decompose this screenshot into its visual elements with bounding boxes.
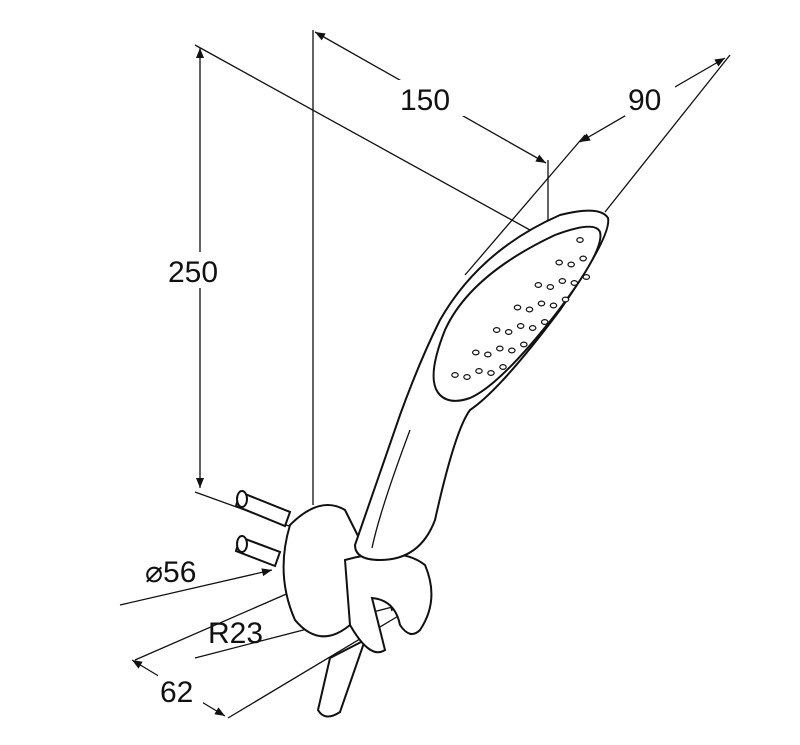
spray-nozzle [555,259,563,266]
spray-nozzle [508,347,516,354]
spray-nozzle [487,370,495,377]
spray-nozzle [537,300,546,307]
spray-nozzle [525,306,534,313]
spray-nozzle [472,349,480,356]
spray-nozzle [492,327,501,334]
label-r23: R23 [208,617,263,650]
spray-nozzle [451,372,459,379]
spray-nozzle [475,368,483,375]
wall-pins [234,490,292,568]
spray-nozzle [558,278,567,285]
spray-face [432,225,602,402]
label-diameter-56: ⌀56 [145,556,196,589]
spray-nozzle [484,351,492,358]
spray-nozzle [567,261,575,268]
spray-nozzle [496,345,504,352]
dimension-line-56 [119,568,273,606]
spray-nozzle [528,325,537,332]
spray-nozzle [463,374,471,381]
spray-nozzle [513,304,522,311]
label-150: 150 [400,84,450,117]
spray-nozzle [499,364,507,371]
spray-nozzle [546,284,555,291]
label-90: 90 [628,84,661,117]
spray-nozzle [540,319,549,326]
spray-nozzle [582,274,591,281]
spray-nozzles [451,237,591,381]
spray-nozzle [561,296,570,303]
spray-nozzle [549,302,558,309]
spray-nozzle [534,282,543,289]
label-250: 250 [168,256,218,289]
dimension-labels: 150 90 250 ⌀56 R23 62 [145,80,675,709]
spray-nozzle [516,323,525,330]
wall-bracket [282,504,433,718]
spray-nozzle [579,255,587,262]
spray-nozzle [576,237,584,244]
spray-nozzle [570,280,579,287]
spray-nozzle [520,341,528,348]
spray-nozzle [504,329,513,336]
label-62: 62 [160,676,193,709]
